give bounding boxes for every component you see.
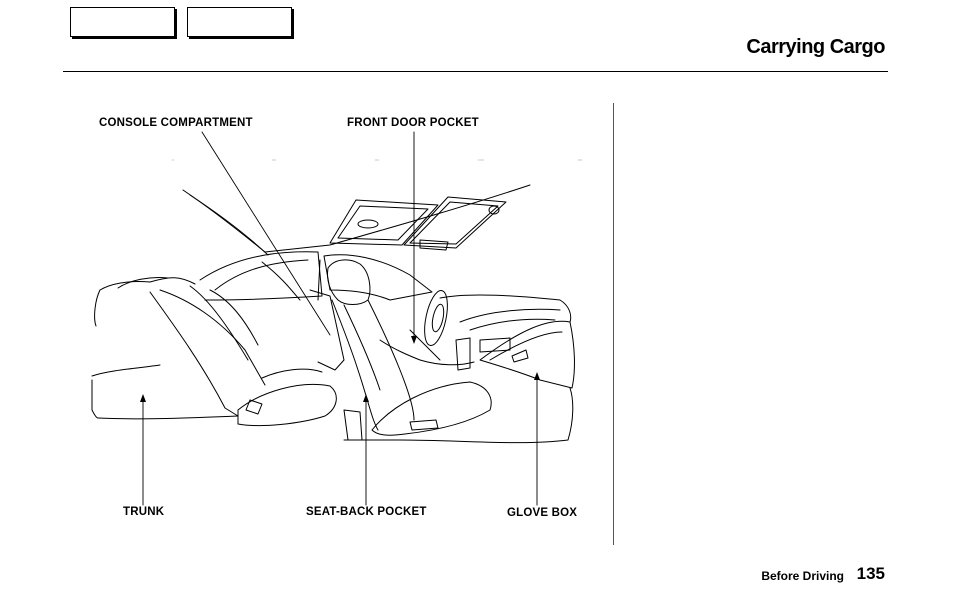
callout-console-compartment: CONSOLE COMPARTMENT (99, 117, 253, 129)
nav-prev-button[interactable] (70, 7, 175, 37)
callout-glove-box: GLOVE BOX (507, 507, 578, 519)
page-title: Carrying Cargo (746, 36, 885, 58)
callout-trunk: TRUNK (123, 506, 165, 518)
page-number: 135 (856, 564, 885, 583)
column-divider (613, 103, 614, 545)
title-divider (63, 71, 888, 72)
callout-front-door-pocket: FRONT DOOR POCKET (347, 117, 479, 129)
nav-next-button[interactable] (187, 7, 292, 37)
footer-section-label: Before Driving (761, 569, 844, 583)
callout-seat-back-pocket: SEAT-BACK POCKET (306, 506, 427, 518)
